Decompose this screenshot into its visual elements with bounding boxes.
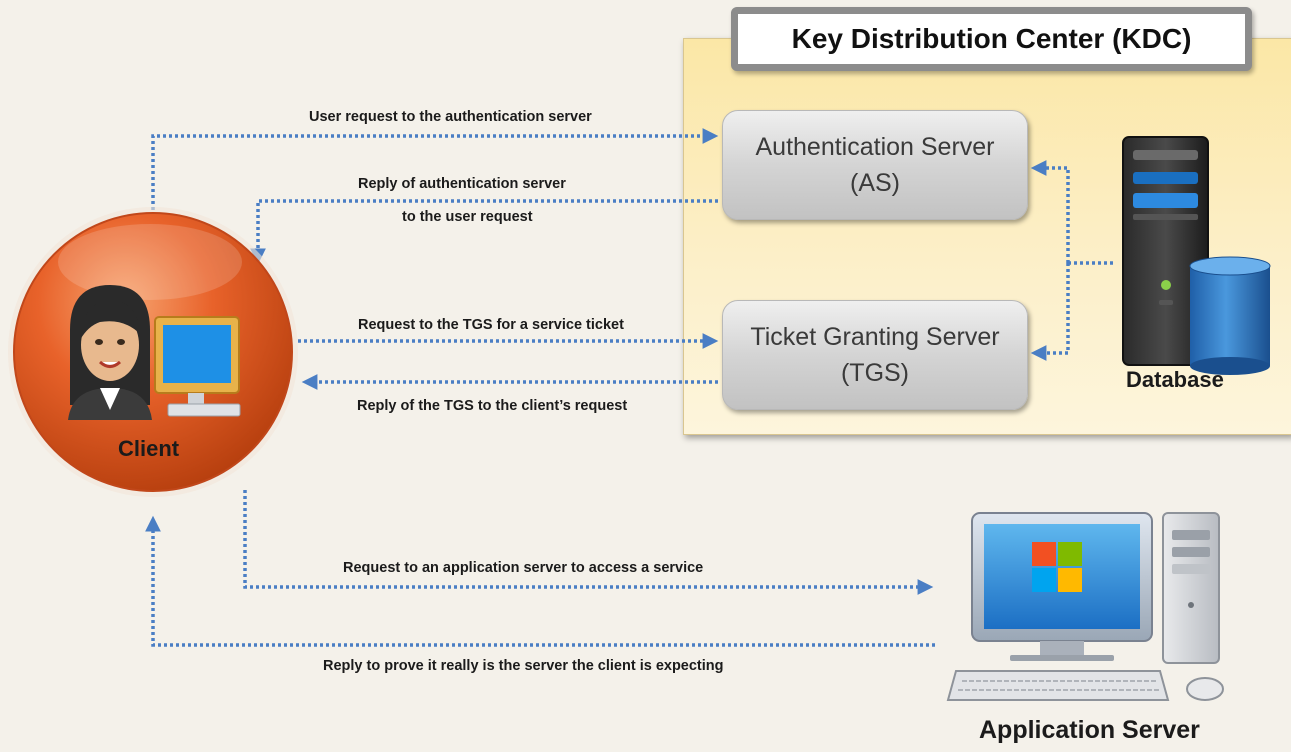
label-app-request: Request to an application server to acce…: [343, 560, 704, 576]
arrow-app-reply: [145, 515, 935, 647]
label-as-reply-line2: to the user request: [402, 209, 533, 225]
client-node: [8, 207, 298, 497]
tgs-abbrev: (TGS): [840, 359, 910, 387]
as-abbrev: (AS): [850, 169, 900, 197]
database-icon: [1122, 136, 1271, 375]
label-as-reply-line1: Reply of authentication server: [358, 176, 566, 192]
application-server-icon: [946, 512, 1224, 701]
application-server-label: Application Server: [979, 716, 1200, 744]
label-tgs-reply: Reply of the TGS to the client’s request: [357, 398, 628, 414]
client-label: Client: [118, 436, 180, 461]
kdc-title: Key Distribution Center (KDC): [731, 7, 1252, 71]
arrow-app-request: [243, 490, 934, 595]
arrow-as-reply: [250, 199, 718, 265]
database-label: Database: [1126, 367, 1224, 392]
as-name: Authentication Server: [755, 133, 995, 161]
label-user-request: User request to the authentication serve…: [309, 109, 592, 125]
authentication-server-box: Authentication Server (AS): [722, 110, 1028, 220]
ticket-granting-server-box: Ticket Granting Server (TGS): [722, 300, 1028, 410]
label-app-reply: Reply to prove it really is the server t…: [323, 658, 724, 674]
tgs-name: Ticket Granting Server: [750, 323, 1000, 351]
arrow-user-request: [151, 128, 719, 222]
client-user-icon: [68, 285, 241, 420]
label-tgs-request: Request to the TGS for a service ticket: [358, 317, 624, 333]
arrow-db-to-tgs: [1030, 263, 1070, 361]
arrow-db-to-as: [1030, 160, 1070, 263]
